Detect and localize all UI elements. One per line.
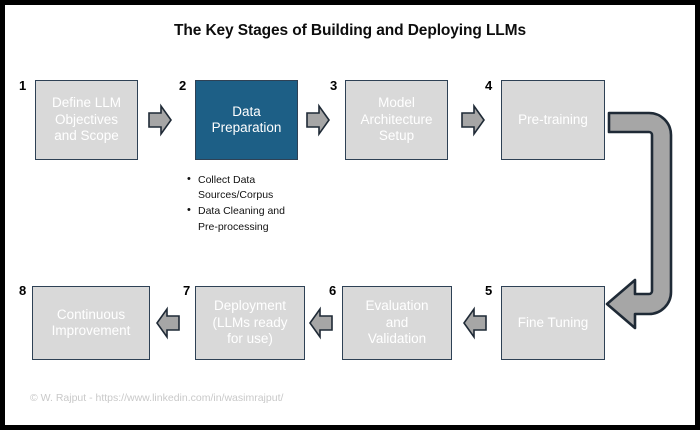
stage-line: for use) bbox=[227, 331, 273, 347]
list-item: Collect Data Sources/Corpus bbox=[187, 172, 307, 203]
stage-line: Validation bbox=[367, 331, 427, 347]
page-title: The Key Stages of Building and Deploying… bbox=[173, 22, 527, 39]
stage-line: and Scope bbox=[54, 128, 119, 144]
stage-line: (LLMs ready bbox=[212, 314, 288, 330]
stage-line: Continuous bbox=[56, 306, 126, 322]
stage-line: Improvement bbox=[51, 323, 131, 338]
arrow-right-icon-1-to-2 bbox=[147, 103, 173, 137]
stage-number-4: 4 bbox=[485, 78, 493, 93]
arrow-left-icon-5-to-6 bbox=[462, 306, 488, 340]
stage-box-continuous-improvement[interactable]: Continuous Improvement bbox=[32, 286, 150, 360]
stage-line: Preparation bbox=[211, 120, 282, 135]
stage-number-8: 8 bbox=[19, 283, 27, 298]
stage-line: Architecture bbox=[360, 111, 433, 127]
stage-line: Fine Tuning bbox=[517, 314, 589, 330]
arrow-right-icon-3-to-4 bbox=[460, 103, 486, 137]
arrow-loop-icon-4-to-5 bbox=[603, 100, 695, 350]
stage-line: Objectives bbox=[54, 111, 118, 127]
stage-box-pre-training[interactable]: Pre-training bbox=[501, 80, 605, 160]
stage-number-2: 2 bbox=[179, 78, 187, 93]
list-item: Data Cleaning and Pre-processing bbox=[187, 203, 307, 234]
stage-line: Define LLM bbox=[51, 95, 122, 111]
stage-number-7: 7 bbox=[183, 283, 191, 298]
stage-number-1: 1 bbox=[19, 78, 27, 93]
stage-box-define-llm-objectives-and-scope[interactable]: Define LLM Objectives and Scope bbox=[35, 80, 138, 160]
arrow-left-icon-6-to-7 bbox=[308, 306, 334, 340]
data-preparation-bullets: Collect Data Sources/Corpus Data Cleanin… bbox=[187, 172, 307, 236]
arrow-right-icon-2-to-3 bbox=[305, 103, 331, 137]
credit-line: © W. Rajput - https://www.linkedin.com/i… bbox=[30, 392, 284, 404]
stage-number-6: 6 bbox=[329, 283, 337, 298]
stage-box-deployment[interactable]: Deployment (LLMs ready for use) bbox=[195, 286, 305, 360]
stage-line: Model bbox=[378, 95, 415, 111]
stage-box-fine-tuning[interactable]: Fine Tuning bbox=[501, 286, 605, 360]
stage-box-data-preparation[interactable]: Data Preparation bbox=[195, 80, 298, 160]
stage-line: Pre-training bbox=[518, 111, 588, 127]
stage-line: Data bbox=[232, 103, 261, 119]
stage-line: Evaluation bbox=[365, 298, 429, 314]
stage-line: Setup bbox=[378, 128, 415, 144]
stage-box-model-architecture-setup[interactable]: Model Architecture Setup bbox=[345, 80, 448, 160]
arrow-left-icon-7-to-8 bbox=[155, 306, 181, 340]
stage-line: and bbox=[385, 314, 409, 330]
stage-line: Deployment bbox=[213, 298, 287, 314]
stage-number-3: 3 bbox=[330, 78, 338, 93]
stage-box-evaluation-and-validation[interactable]: Evaluation and Validation bbox=[342, 286, 452, 360]
stage-number-5: 5 bbox=[485, 283, 493, 298]
